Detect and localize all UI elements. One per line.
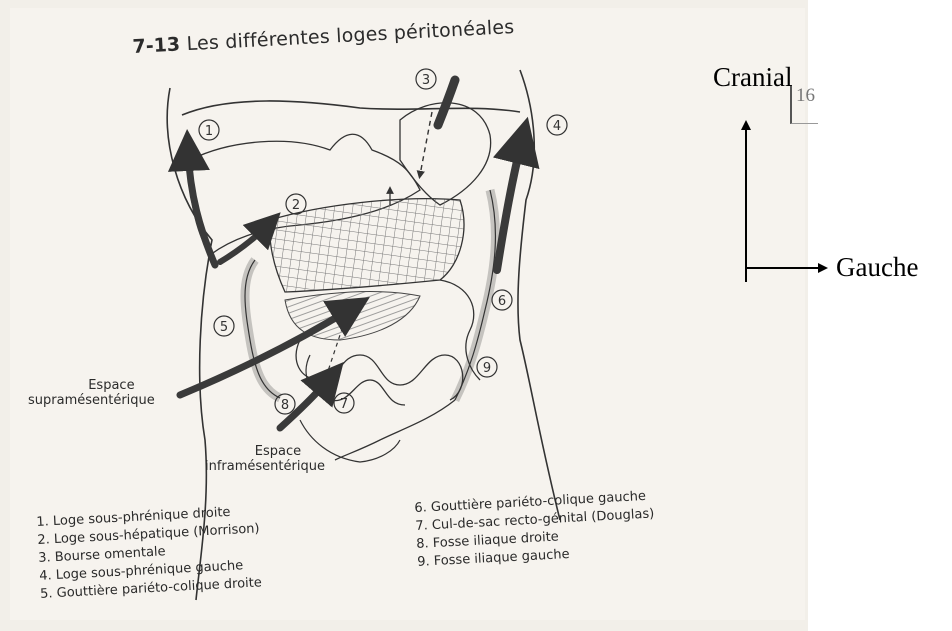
arrow-subphrenic-right [188,150,215,265]
label-supramesenteric: Espace supramésentérique [28,378,155,408]
marker-1: 1 [205,124,213,139]
marker-9: 9 [483,361,491,376]
inframesenteric-line-1: Espace [205,444,325,459]
marker-6: 6 [498,294,506,309]
ascending-colon [245,260,280,398]
orientation-axes [746,122,826,282]
marker-4: 4 [553,119,561,134]
supramesenteric-line-2: supramésentérique [28,393,155,408]
supramesenteric-line-1: Espace [28,378,155,393]
direction-label-gauche: Gauche [836,252,918,283]
marker-8: 8 [281,398,289,413]
inframesenteric-line-2: inframésentérique [205,459,325,474]
legend-right: 6. Gouttière pariéto-colique gauche 7. C… [414,487,657,571]
marker-5: 5 [220,320,228,335]
label-inframesenteric: Espace inframésentérique [205,444,325,474]
sigmoid-colon [335,400,455,460]
legend-left: 1. Loge sous-phrénique droite 2. Loge so… [36,502,263,604]
arrow-subphrenic-left [497,140,522,270]
marker-2: 2 [292,198,300,213]
dashed-arrow-omental [420,112,432,175]
marker-7: 7 [340,397,348,412]
marker-3: 3 [422,73,430,88]
direction-label-cranial: Cranial [713,62,792,93]
